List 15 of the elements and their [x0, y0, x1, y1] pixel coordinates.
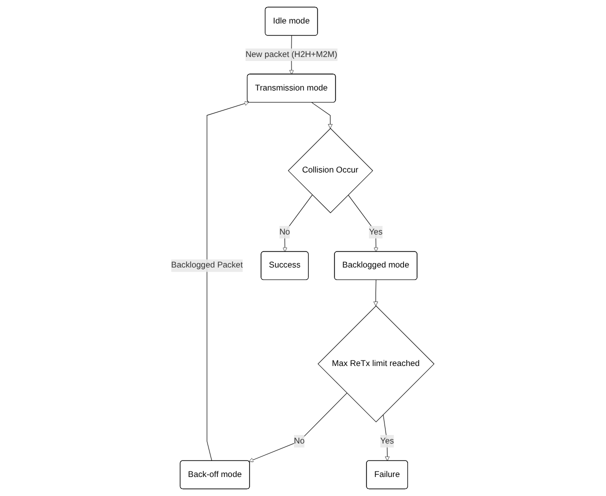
edge-label: Yes [380, 436, 394, 446]
arrow [374, 280, 378, 306]
edge-label: Yes [369, 227, 383, 236]
arrow [207, 101, 250, 462]
edge-label: Backlogged Packet [172, 260, 244, 270]
edge-label: No [280, 227, 290, 236]
arrow [282, 194, 313, 252]
node-diamond: Max ReTx limit reached [318, 306, 435, 422]
arrow [249, 392, 348, 462]
arrow [348, 194, 379, 252]
arrow [312, 102, 333, 129]
arrow [383, 414, 390, 462]
edge-label: New packet (H2H+M2M) [246, 50, 338, 59]
edge-label: No [294, 436, 305, 446]
node-diamond: Collision Occur [288, 128, 374, 214]
